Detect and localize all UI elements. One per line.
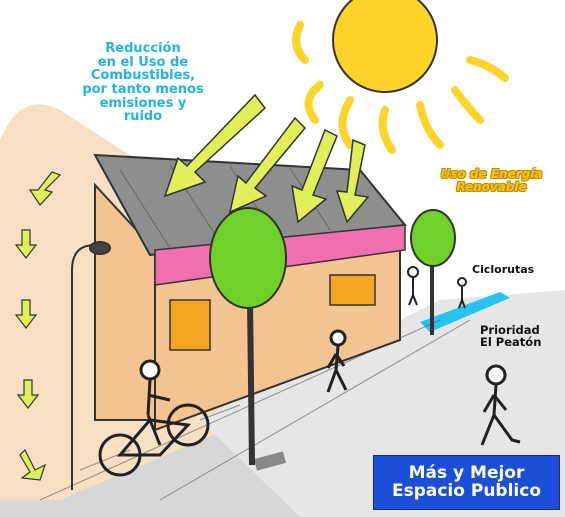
- tree-near: [209, 207, 287, 466]
- fuel-reduction-line: emisiones y: [99, 95, 187, 111]
- pedestrian-mid: [326, 329, 348, 393]
- fuel-reduction-line: Reducción: [105, 41, 181, 56]
- fuel-reduction-line: ruido: [123, 109, 163, 125]
- flow-arrows: [14, 171, 62, 481]
- pedestrian-priority-line: El Peatón: [480, 335, 542, 350]
- pedestrian-priority-line: Prioridad: [480, 323, 540, 337]
- tree-far: [410, 209, 456, 335]
- fuel-reduction-line: por tanto menos: [82, 81, 204, 97]
- window: [169, 299, 211, 351]
- bike-lane: [420, 292, 510, 332]
- fuel-reduction-label: Reducción en el Uso de Combustibles, por…: [58, 42, 228, 124]
- street-lamp: [71, 241, 111, 490]
- bike-lanes-label: Ciclorutas: [472, 263, 535, 276]
- sun-icon: [292, 0, 509, 154]
- pedestrian-priority-label: Prioridad El Peatón: [480, 324, 565, 348]
- banner-line-2: Espacio Publico: [391, 480, 541, 501]
- banner-line-1: Más y Mejor: [408, 462, 525, 483]
- renewable-energy-label: Uso de Energía Renovable: [424, 168, 559, 193]
- sunlight-arrows: [163, 93, 370, 224]
- fuel-reduction-line: en el Uso de: [97, 54, 189, 70]
- cyclist: [98, 359, 210, 477]
- public-space-banner: Más y Mejor Espacio Publico: [373, 455, 560, 510]
- window: [329, 274, 376, 306]
- renewable-energy-line: Uso de Energía: [440, 167, 543, 181]
- fuel-reduction-line: Combustibles,: [90, 68, 196, 84]
- drain-grate: [253, 451, 287, 471]
- pedestrian-far: [407, 266, 467, 309]
- pedestrian-front: [480, 364, 521, 446]
- renewable-energy-line: Renovable: [456, 179, 527, 194]
